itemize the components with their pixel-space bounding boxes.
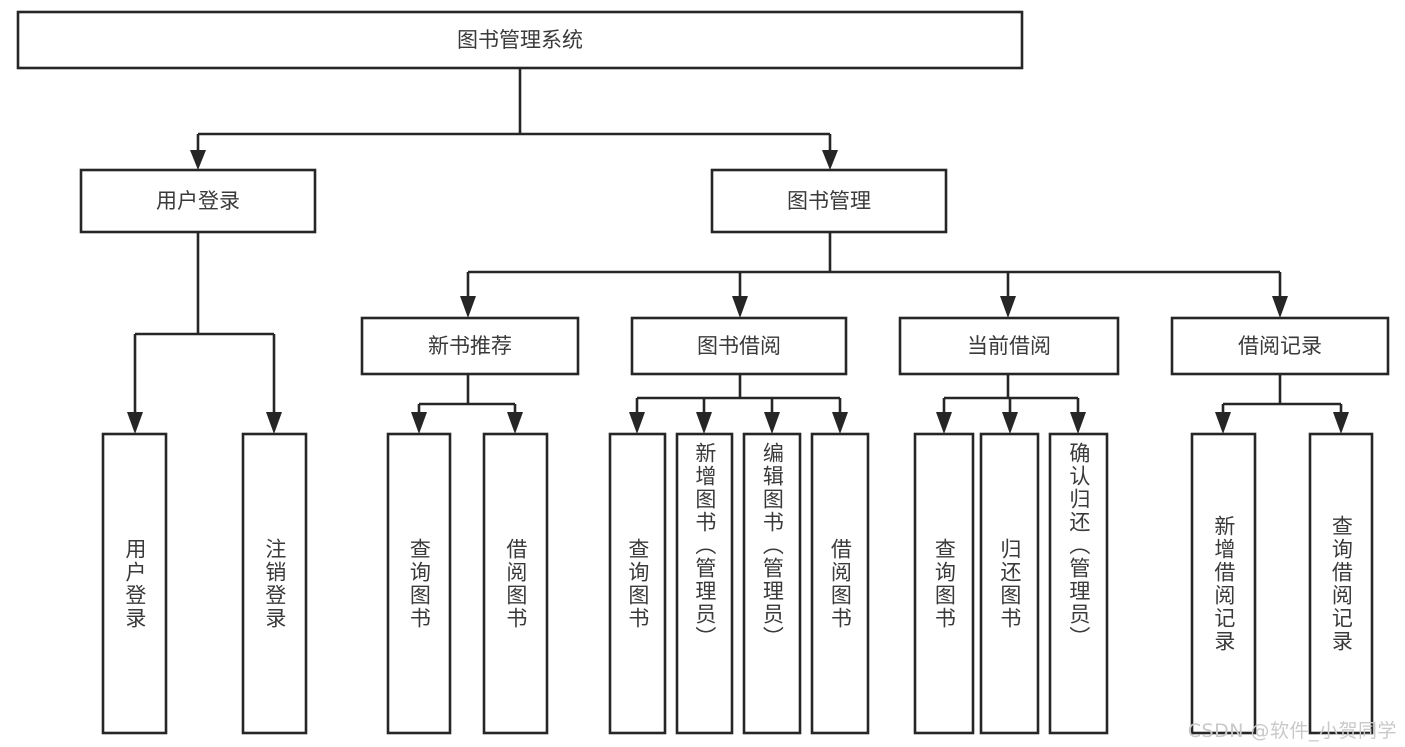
arrow-head-icon: [507, 412, 523, 434]
arrow-head-icon: [1215, 412, 1231, 434]
node-borrow-record-box[interactable]: [1170, 316, 1390, 376]
arrow-head-icon: [629, 412, 645, 434]
arrow-head-icon: [822, 150, 838, 170]
arrow-head-icon: [460, 296, 476, 318]
connector-group-book-manage-to-level3: [460, 232, 1288, 318]
connector-group-new-book-rec-to-leaves: [411, 374, 523, 434]
connector-group-borrow-record-to-leaves: [1215, 374, 1349, 434]
node-book-borrow-label: 图书借阅: [697, 334, 781, 358]
node-user-login-label: 用户登录: [156, 189, 240, 213]
node-current-borrow-label: 当前借阅: [967, 334, 1051, 358]
node-user-login-box[interactable]: [79, 168, 317, 234]
arrow-head-icon: [1333, 412, 1349, 434]
connector-group-user-login-to-leaves: [127, 232, 282, 434]
arrow-head-icon: [732, 296, 748, 318]
node-leaf-borrow-book-1-box[interactable]: [482, 432, 549, 735]
node-root-label: 图书管理系统: [457, 28, 583, 52]
node-new-book-rec-box[interactable]: [360, 316, 580, 376]
arrow-head-icon: [832, 412, 848, 434]
node-book-manage-label: 图书管理: [787, 189, 871, 213]
arrow-head-icon: [936, 412, 952, 434]
node-leaf-query-book-2-box[interactable]: [608, 432, 667, 735]
node-leaf-logout-box[interactable]: [241, 432, 308, 735]
arrow-head-icon: [1272, 296, 1288, 318]
node-leaf-query-borrow-record-box[interactable]: [1308, 432, 1374, 735]
node-new-book-rec-label: 新书推荐: [428, 334, 512, 358]
node-current-borrow-box[interactable]: [898, 316, 1120, 376]
node-user-login[interactable]: 用户登录: [79, 168, 317, 234]
node-book-borrow[interactable]: 图书借阅: [630, 316, 848, 376]
arrow-head-icon: [1002, 412, 1018, 434]
node-borrow-record-label: 借阅记录: [1238, 334, 1322, 358]
arrow-head-icon: [127, 412, 143, 434]
node-root[interactable]: 图书管理系统: [16, 10, 1024, 70]
watermark-text: CSDN @软件_小贺同学: [1187, 720, 1397, 742]
node-leaf-user-login-box[interactable]: [101, 432, 168, 735]
arrow-head-icon: [696, 412, 712, 434]
node-leaf-edit-book-admin-box[interactable]: [742, 432, 802, 735]
node-leaf-return-book-box[interactable]: [979, 432, 1040, 735]
node-leaf-query-book-3-box[interactable]: [913, 432, 975, 735]
node-current-borrow[interactable]: 当前借阅: [898, 316, 1120, 376]
connector-group-book-borrow-to-leaves: [629, 374, 848, 434]
node-borrow-record[interactable]: 借阅记录: [1170, 316, 1390, 376]
node-leaf-borrow-book-2-box[interactable]: [810, 432, 870, 735]
arrow-head-icon: [764, 412, 780, 434]
node-book-borrow-box[interactable]: [630, 316, 848, 376]
arrow-head-icon: [1000, 296, 1016, 318]
connector-group-root-to-level2: [190, 68, 838, 170]
node-leaf-add-book-admin-box[interactable]: [675, 432, 734, 735]
connector-group-current-borrow-to-leaves: [936, 374, 1086, 434]
node-leaf-add-borrow-record-box[interactable]: [1190, 432, 1257, 735]
node-book-manage-box[interactable]: [710, 168, 948, 234]
node-new-book-rec[interactable]: 新书推荐: [360, 316, 580, 376]
arrow-head-icon: [411, 412, 427, 434]
node-root-box[interactable]: [16, 10, 1024, 70]
node-book-manage[interactable]: 图书管理: [710, 168, 948, 234]
node-leaf-query-book-1-box[interactable]: [386, 432, 452, 735]
arrow-head-icon: [266, 412, 282, 434]
arrow-head-icon: [1070, 412, 1086, 434]
arrow-head-icon: [190, 150, 206, 170]
node-leaf-confirm-return-admin-box[interactable]: [1048, 432, 1109, 735]
